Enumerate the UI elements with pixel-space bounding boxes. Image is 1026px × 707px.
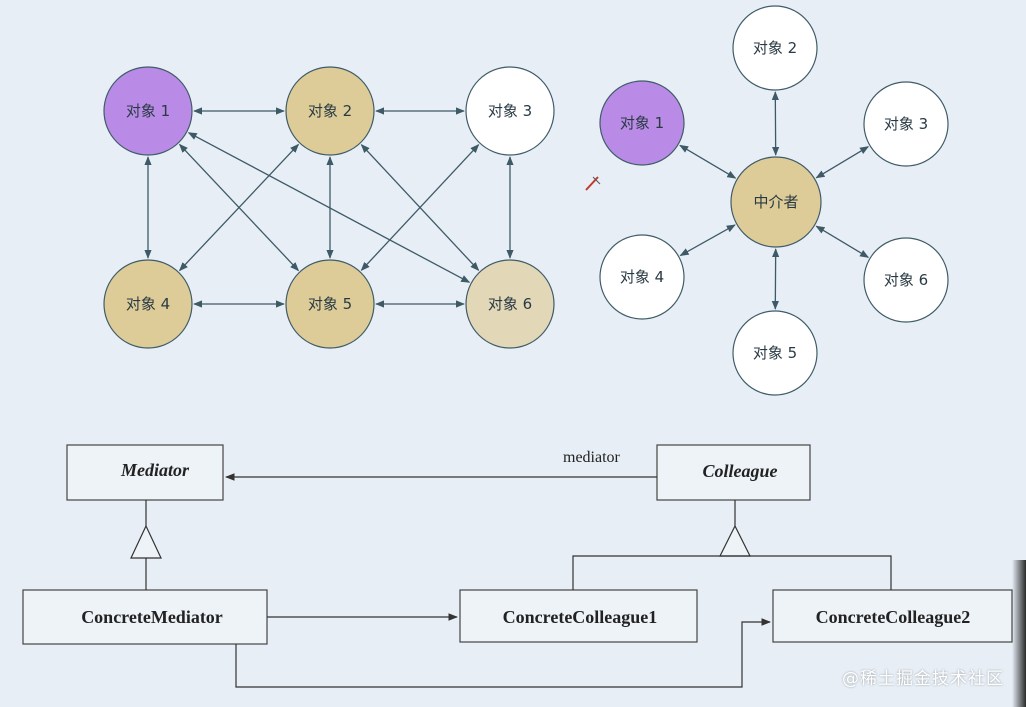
- mediator-inheritance-triangle: [130, 524, 162, 559]
- node-label-s2: 对象 2: [753, 39, 797, 57]
- mediator-class-box: [66, 444, 224, 501]
- node-label-m1: 对象 1: [126, 102, 170, 120]
- concrete-colleague2-label: ConcreteColleague2: [816, 607, 971, 627]
- colleague-inheritance-triangle: [719, 524, 751, 557]
- node-circle-s3: [863, 81, 949, 167]
- node-m3: 对象 3: [465, 66, 555, 156]
- node-circle-m1: [103, 66, 193, 156]
- node-label-m3: 对象 3: [488, 102, 532, 120]
- node-label-m6: 对象 6: [488, 295, 532, 313]
- node-circle-hub: [730, 156, 822, 248]
- node-s5: 对象 5: [732, 310, 818, 396]
- concrete-colleague1-class-box: [459, 589, 698, 643]
- edge-shadow: [1012, 560, 1026, 707]
- node-circle-m3: [465, 66, 555, 156]
- node-s6: 对象 6: [863, 237, 949, 323]
- colleague-class-box: [656, 444, 811, 501]
- node-label-m4: 对象 4: [126, 295, 170, 313]
- colleague-class-label: Colleague: [703, 461, 778, 481]
- uml-class-diagram: Mediator Colleague mediator ConcreteMedi…: [22, 444, 1013, 688]
- node-label-hub: 中介者: [753, 193, 798, 211]
- node-s3: 对象 3: [863, 81, 949, 167]
- node-circle-m2: [285, 66, 375, 156]
- node-label-s3: 对象 3: [884, 115, 928, 133]
- concrete-mediator-class-box: [22, 589, 268, 645]
- node-circle-s1: [599, 80, 685, 166]
- node-label-s6: 对象 6: [884, 271, 928, 289]
- node-m4: 对象 4: [103, 259, 193, 349]
- mesh-edge-m3-m5: [360, 143, 480, 272]
- node-circle-s4: [599, 234, 685, 320]
- mediator-to-colleague2-arrow: [235, 618, 771, 688]
- node-s2: 对象 2: [732, 5, 818, 91]
- node-m1: 对象 1: [103, 66, 193, 156]
- mesh-edges: [144, 107, 514, 308]
- node-circle-m5: [285, 259, 375, 349]
- node-m5: 对象 5: [285, 259, 375, 349]
- node-circle-s6: [863, 237, 949, 323]
- node-label-s1: 对象 1: [620, 114, 664, 132]
- mesh-edge-m2-m4: [178, 143, 300, 272]
- node-circle-s2: [732, 5, 818, 91]
- pen-cursor-icon: [585, 176, 601, 191]
- node-label-m5: 对象 5: [308, 295, 352, 313]
- star-edge-hub-s4: [679, 224, 736, 257]
- node-circle-m6: [465, 259, 555, 349]
- node-circle-s5: [732, 310, 818, 396]
- mediator-class-label: Mediator: [120, 460, 190, 480]
- star-edges: [679, 91, 870, 310]
- node-circle-m4: [103, 259, 193, 349]
- node-s4: 对象 4: [599, 234, 685, 320]
- star-edge-hub-s1: [679, 144, 737, 179]
- node-s1: 对象 1: [599, 80, 685, 166]
- node-label-m2: 对象 2: [308, 102, 352, 120]
- star-edge-hub-s6: [815, 225, 870, 258]
- mesh-nodes: 对象 1 对象 2 对象 3 对象 4 对象 5 对象 6: [103, 66, 555, 349]
- concrete-colleague1-label: ConcreteColleague1: [503, 607, 658, 627]
- colleague-inheritance-branch: [572, 555, 892, 590]
- node-label-s5: 对象 5: [753, 344, 797, 362]
- star-edge-hub-s3: [815, 146, 870, 179]
- watermark-text: @稀土掘金技术社区: [842, 669, 1004, 689]
- association-label: mediator: [563, 449, 621, 466]
- node-label-s4: 对象 4: [620, 268, 664, 286]
- node-hub: 中介者: [730, 156, 822, 248]
- star-nodes: 中介者 对象 1 对象 2 对象 3 对象 4 对象 5 对象 6: [599, 5, 949, 396]
- concrete-mediator-label: ConcreteMediator: [81, 607, 223, 627]
- node-m6: 对象 6: [465, 259, 555, 349]
- node-m2: 对象 2: [285, 66, 375, 156]
